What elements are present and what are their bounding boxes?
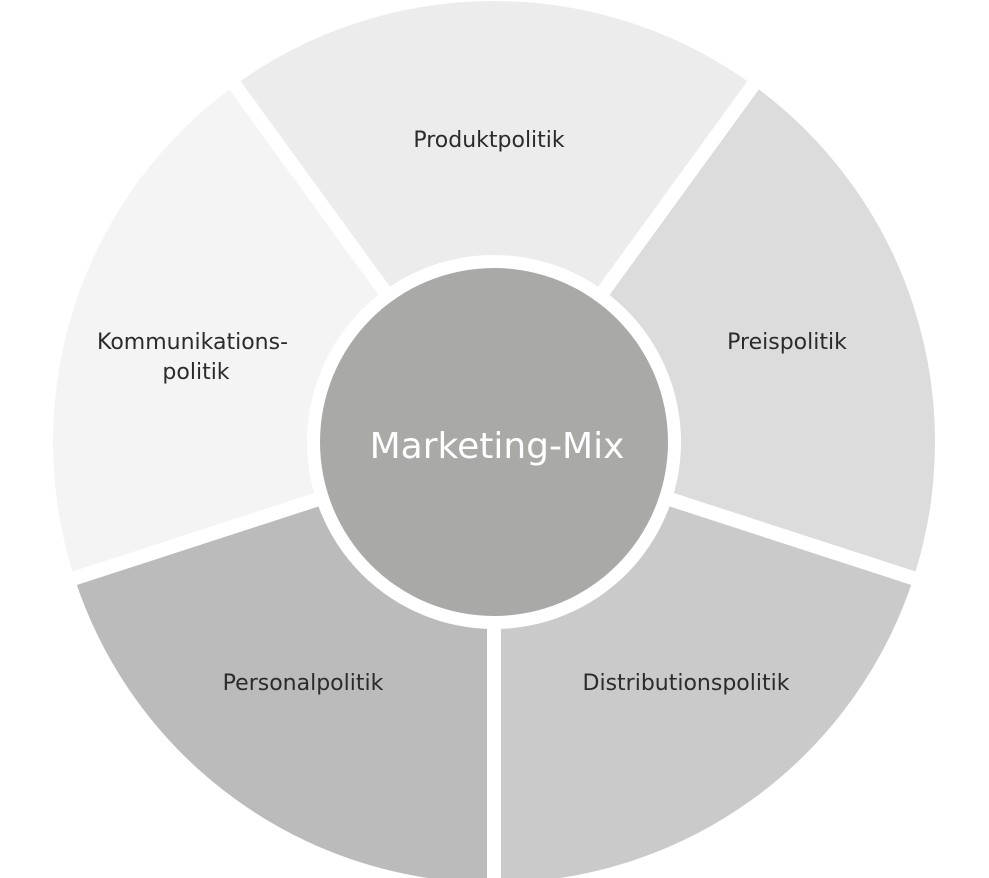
segment-label-line: politik (162, 360, 229, 385)
segment-label-personalpolitik: Personalpolitik (223, 671, 384, 696)
segment-label-line: Produktpolitik (413, 128, 565, 153)
segment-produkt (220, 0, 768, 454)
segment-label-distributionspolitik: Distributionspolitik (583, 671, 790, 696)
segment-label-preispolitik: Preispolitik (727, 330, 847, 355)
segment-label-line: Preispolitik (727, 330, 847, 355)
center-label: Marketing-Mix (370, 426, 625, 467)
segment-label-line: Distributionspolitik (583, 671, 790, 696)
segment-label-kommunikationspolitik: Kommunikations- politik (97, 330, 295, 385)
segment-label-line: Personalpolitik (223, 671, 384, 696)
segment-label-line: Kommunikations- (97, 330, 288, 355)
center-circle (320, 268, 668, 616)
segment-label-produktpolitik: Produktpolitik (413, 128, 565, 153)
